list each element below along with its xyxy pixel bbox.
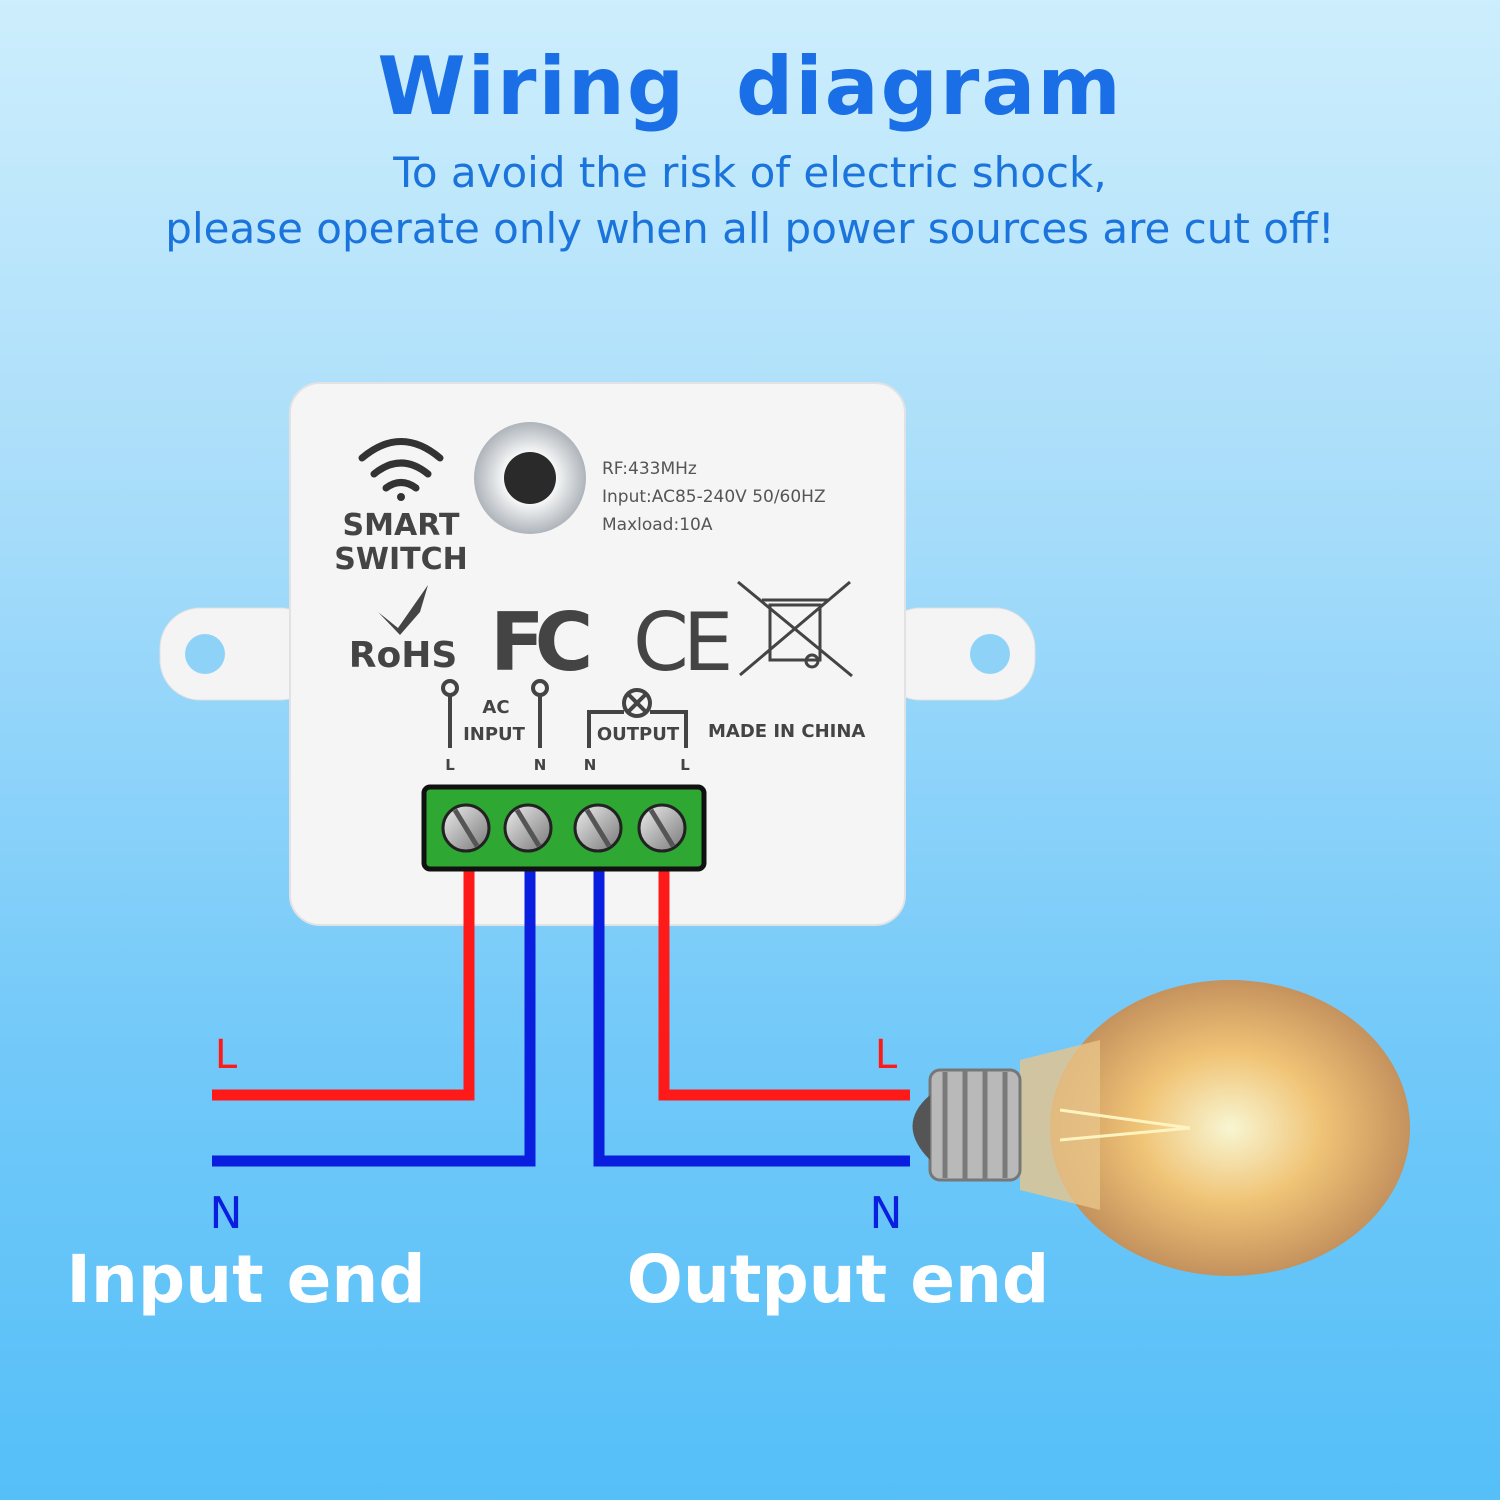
ac-label: AC — [482, 697, 509, 718]
light-bulb-icon — [912, 980, 1410, 1276]
brand-line-1: SMART — [343, 508, 460, 543]
output-label: OUTPUT — [597, 724, 680, 745]
weee-bin-icon — [737, 580, 853, 678]
output-neutral-wire — [593, 840, 910, 1167]
terminal-screw[interactable] — [573, 803, 623, 853]
wifi-icon — [358, 438, 444, 501]
mounting-ear-right — [879, 607, 1036, 701]
output-neutral-label: N — [870, 1188, 903, 1239]
input-live-wire — [212, 840, 475, 1101]
terminal-label-l-in: L — [445, 756, 455, 774]
output-live-wire — [658, 840, 910, 1101]
spec-input: Input:AC85-240V 50/60HZ — [602, 487, 826, 507]
output-live-label: L — [875, 1032, 898, 1078]
origin-label: MADE IN CHINA — [708, 721, 865, 742]
terminal-label-n-in: N — [534, 756, 547, 774]
checkmark-icon — [378, 585, 428, 635]
ce-mark: CE — [633, 596, 729, 689]
pairing-button[interactable] — [474, 422, 586, 534]
input-live-label: L — [215, 1032, 238, 1078]
fcc-mark: FC — [490, 596, 589, 689]
terminal-label-l-out: L — [680, 756, 690, 774]
input-neutral-label: N — [210, 1188, 243, 1239]
spec-rf: RF:433MHz — [602, 459, 697, 479]
output-schematic — [587, 688, 688, 748]
spec-maxload: Maxload:10A — [602, 515, 713, 535]
rohs-mark: RoHS — [349, 635, 458, 676]
warning-line-2: please operate only when all power sourc… — [165, 204, 1335, 253]
input-label: INPUT — [463, 724, 526, 745]
terminal-label-n-out: N — [584, 756, 597, 774]
terminal-block — [421, 784, 707, 872]
input-neutral-wire — [212, 840, 536, 1167]
page-title: Wiring diagram — [377, 40, 1123, 133]
brand-line-2: SWITCH — [334, 542, 467, 577]
warning-line-1: To avoid the risk of electric shock, — [393, 148, 1107, 197]
input-end-caption: Input end — [66, 1241, 425, 1318]
input-schematic — [441, 679, 549, 748]
terminal-screw[interactable] — [503, 803, 553, 853]
terminal-screw[interactable] — [441, 803, 491, 853]
terminal-screw[interactable] — [637, 803, 687, 853]
output-end-caption: Output end — [627, 1241, 1049, 1318]
